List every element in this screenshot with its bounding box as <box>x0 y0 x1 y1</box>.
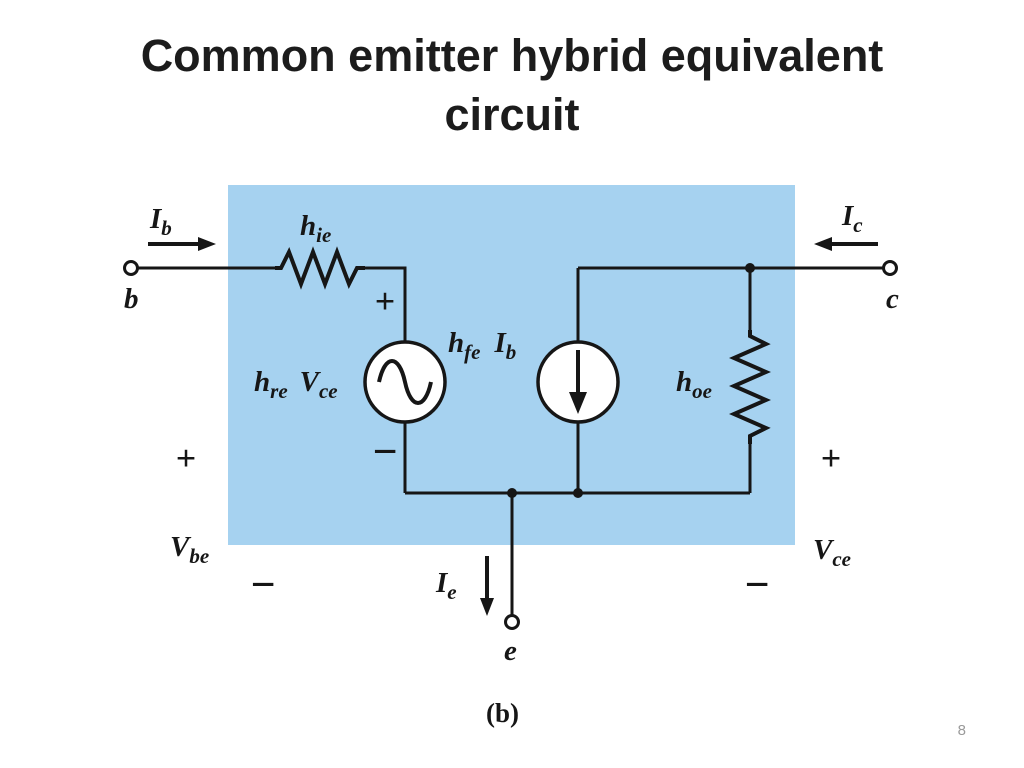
ib-arrowhead-icon <box>198 237 216 251</box>
label-ib: Ib <box>149 203 172 240</box>
ic-arrowhead-icon <box>814 237 832 251</box>
circuit-background-rect <box>228 185 795 545</box>
terminal-b-circle <box>123 260 139 276</box>
label-hoe: hoe <box>676 366 712 403</box>
label-minus-left: − <box>250 560 275 609</box>
page-number: 8 <box>957 722 966 739</box>
label-terminal-c: c <box>886 283 899 315</box>
resistor-hoe <box>729 330 771 444</box>
current-source-arrowhead-icon <box>569 392 587 414</box>
label-hie: hie <box>300 210 331 247</box>
label-plus-left: + <box>176 438 197 478</box>
ie-arrowhead-icon <box>480 598 494 616</box>
label-terminal-b: b <box>124 283 139 315</box>
label-minus-right: − <box>744 560 769 609</box>
wire-hie-to-vsource <box>365 266 407 342</box>
terminal-c-circle <box>882 260 898 276</box>
sine-wave-icon <box>377 359 433 405</box>
resistor-hie <box>275 246 365 290</box>
label-vbe: Vbe <box>170 531 209 568</box>
label-vce-right: Vce <box>813 534 851 571</box>
label-plus-source: + <box>375 281 396 321</box>
label-plus-right: + <box>821 438 842 478</box>
node-dot-isource-junction <box>573 488 583 498</box>
label-minus-source: − <box>372 427 397 476</box>
label-terminal-e: e <box>504 635 517 667</box>
node-dot-e-junction <box>507 488 517 498</box>
label-ic: Ic <box>841 200 863 237</box>
page-title: Common emitter hybrid equivalent circuit <box>140 30 884 141</box>
terminal-e-circle <box>504 614 520 630</box>
figure-caption: (b) <box>486 698 519 728</box>
label-ie: Ie <box>435 567 457 604</box>
node-dot-hoe-junction <box>745 263 755 273</box>
